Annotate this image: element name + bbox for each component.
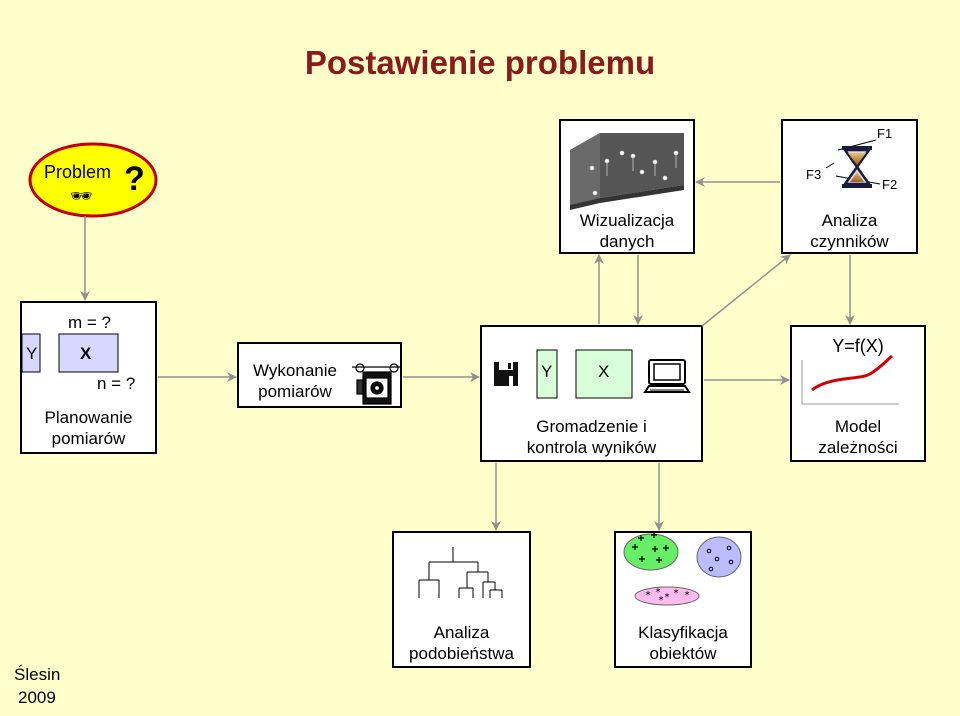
planning-label-2: pomiarów xyxy=(51,429,126,448)
hourglass-icon xyxy=(825,139,881,188)
connector-arrows xyxy=(80,177,855,531)
cluster-circle-icon xyxy=(696,536,742,578)
similarity-box xyxy=(392,531,531,668)
planning-m-label: m = ? xyxy=(68,313,111,332)
problem-ellipse xyxy=(28,142,158,218)
planning-x-box xyxy=(58,333,119,373)
svg-text:*: * xyxy=(665,592,670,603)
classification-label-2: obiektów xyxy=(649,644,717,663)
scatter-3d-icon xyxy=(570,133,684,210)
page-title: Postawienie problemu xyxy=(304,44,656,81)
factor-f2-label: F2 xyxy=(882,177,898,192)
planning-label-1: Planowanie xyxy=(44,408,133,427)
model-label-2: zależności xyxy=(818,438,898,457)
glasses-icon: 🕶 xyxy=(70,186,93,206)
svg-text:*: * xyxy=(685,590,690,601)
svg-text:*: * xyxy=(646,590,651,601)
collection-x-label: X xyxy=(598,362,610,381)
planning-n-label: n = ? xyxy=(97,374,136,393)
visualization-label-2: danych xyxy=(599,232,655,251)
similarity-label-1: Analiza xyxy=(433,623,490,642)
factor-analysis-label-1: Analiza xyxy=(821,211,878,230)
problem-question-mark: ? xyxy=(124,160,145,198)
footer-year: 2009 xyxy=(18,688,56,707)
collection-label-1: Gromadzenie i xyxy=(536,417,647,436)
planning-box xyxy=(20,301,157,454)
camera-icon xyxy=(352,363,400,405)
model-equation: Y=f(X) xyxy=(832,336,884,356)
visualization-label-1: Wizualizacja xyxy=(579,211,675,230)
floppy-disk-icon xyxy=(494,362,518,386)
collection-y-box xyxy=(536,349,558,399)
similarity-label-2: podobieństwa xyxy=(409,644,514,663)
svg-text:*: * xyxy=(656,587,661,598)
model-box xyxy=(790,325,926,462)
cluster-star-icon: *** *** xyxy=(634,586,700,606)
cluster-plus-icon xyxy=(623,532,679,571)
collection-y-label: Y xyxy=(541,362,553,381)
measurement-label-1: Wykonanie xyxy=(253,361,337,380)
model-curve-icon xyxy=(801,354,899,405)
factor-analysis-label-2: czynników xyxy=(810,232,889,251)
svg-text:*: * xyxy=(659,595,664,606)
collection-x-box xyxy=(575,349,633,399)
factor-f1-label: F1 xyxy=(877,126,893,141)
dendrogram-icon xyxy=(418,547,503,598)
planning-y-label: Y xyxy=(26,344,38,363)
classification-label-1: Klasyfikacja xyxy=(638,623,728,642)
planning-y-box xyxy=(21,333,41,373)
problem-label: Problem xyxy=(44,162,112,182)
computer-icon xyxy=(643,359,691,393)
collection-label-2: kontrola wyników xyxy=(526,438,657,457)
model-label-1: Model xyxy=(834,417,882,436)
planning-x-label: X xyxy=(80,344,92,363)
svg-text:*: * xyxy=(674,588,679,599)
measurement-label-2: pomiarów xyxy=(258,382,332,401)
footer-author: Ślesin xyxy=(14,665,61,684)
factor-f3-label: F3 xyxy=(806,167,822,182)
